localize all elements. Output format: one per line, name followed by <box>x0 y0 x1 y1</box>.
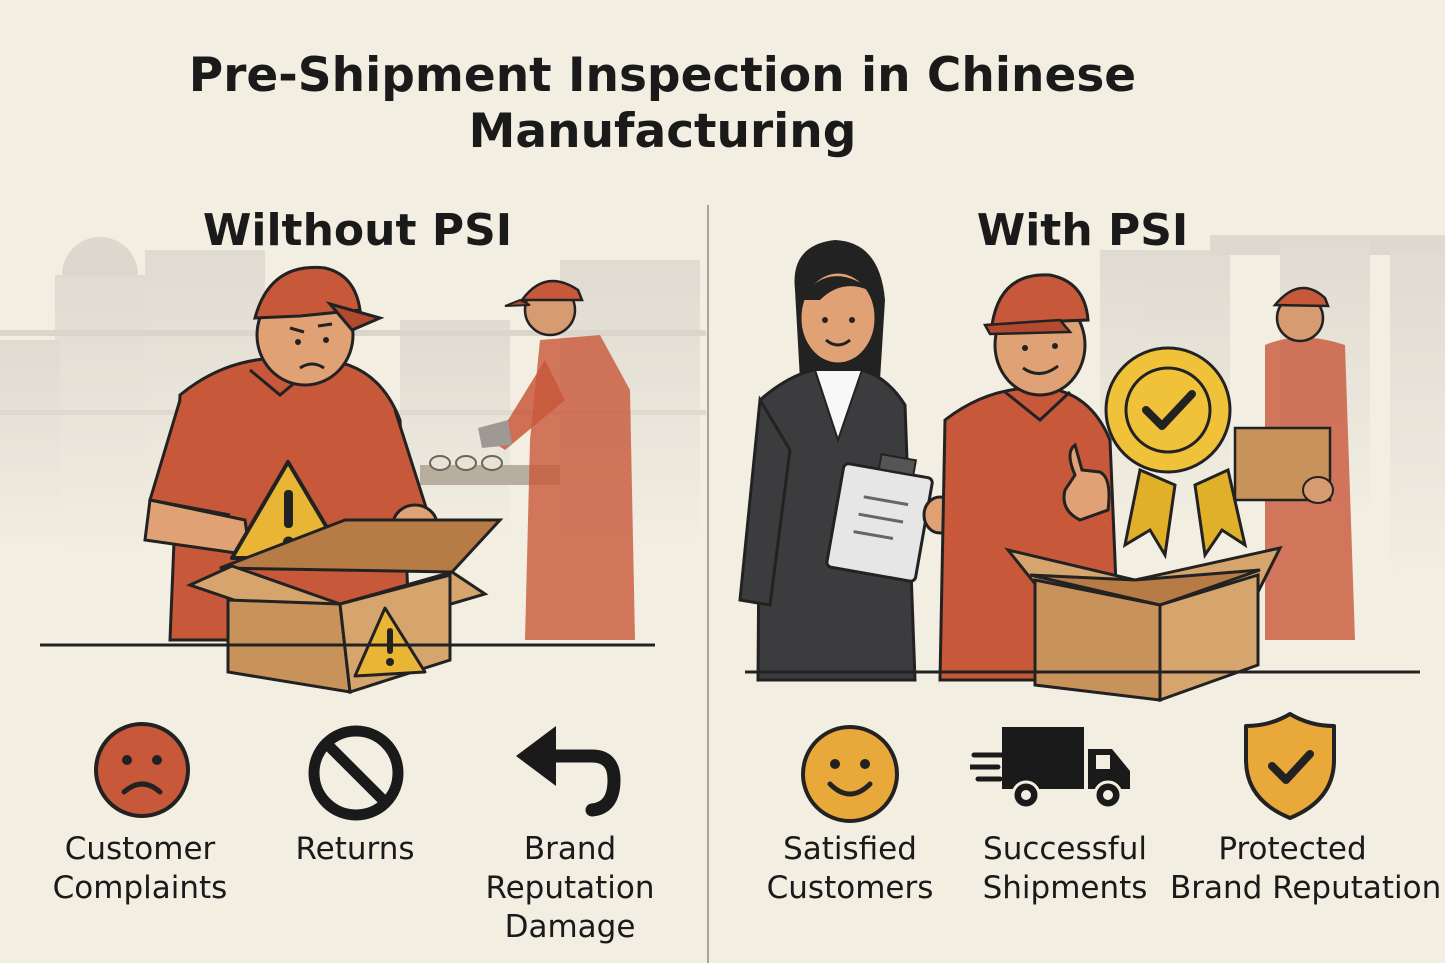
sad-face-icon <box>94 722 190 818</box>
outcome-label-successful-shipments: Successful Shipments <box>982 831 1148 906</box>
outcome-label-protected-brand-reputation: Protected Brand Reputation <box>1170 831 1442 906</box>
with-psi-heading: With PSI <box>976 205 1189 256</box>
defective-box <box>185 518 504 694</box>
approved-box <box>1004 545 1283 703</box>
outcome-label-returns: Returns <box>295 831 415 867</box>
smiley-face-icon <box>801 725 899 823</box>
background-worker-carrying-box <box>1233 286 1355 640</box>
outcome-label-brand-reputation-damage: Brand Reputation Damage <box>485 831 655 945</box>
outcome-label-customer-complaints: Customer Complaints <box>52 831 228 906</box>
happy-worker <box>938 273 1122 682</box>
prohibited-icon <box>308 725 404 821</box>
without-psi-heading: Wilthout PSI <box>202 205 513 256</box>
outcome-label-satisfied-customers: Satisfied Customers <box>766 831 934 906</box>
delivery-truck-icon <box>970 727 1130 810</box>
background-worker <box>420 279 635 640</box>
quality-badge-icon <box>1104 346 1248 560</box>
panel-divider <box>707 205 709 963</box>
title-line-1: Pre-Shipment Inspection in Chinese <box>188 48 1137 103</box>
with-psi-illustration <box>738 235 1445 703</box>
inspector-woman <box>738 240 958 682</box>
shield-check-icon <box>1244 712 1336 820</box>
without-psi-illustration <box>0 237 706 694</box>
return-arrow-icon <box>516 726 621 817</box>
page-title: Pre-Shipment Inspection in Chinese Manuf… <box>0 48 1325 160</box>
title-line-2: Manufacturing <box>468 104 857 159</box>
